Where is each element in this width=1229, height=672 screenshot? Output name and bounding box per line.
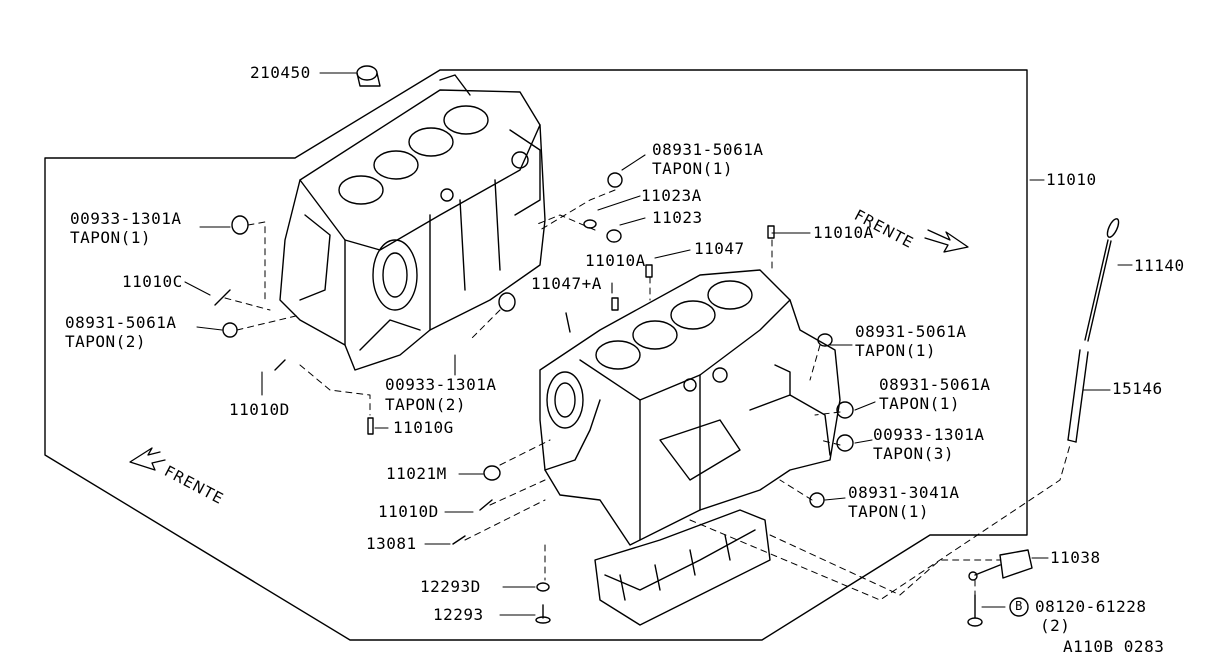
label-08931-5061a-r1: 08931-5061A [855, 322, 967, 341]
label-11010: 11010 [1046, 170, 1097, 189]
label-08931-3041a: 08931-3041A [848, 483, 960, 502]
dipstick-tube [1067, 349, 1089, 443]
label-11023: 11023 [652, 208, 703, 227]
label-tapon2-mid: TAPON(2) [385, 395, 467, 414]
label-08931-5061a-r2: 08931-5061A [879, 375, 991, 394]
diagram-code: A110B 0283 [1063, 637, 1165, 656]
label-tapon1-bottom: TAPON(1) [848, 502, 930, 521]
dashed-assembly-lines [224, 189, 1071, 601]
label-210450: 210450 [250, 63, 311, 82]
label-tapon1-top: TAPON(1) [652, 159, 734, 178]
frame-outline [44, 69, 1028, 641]
front-arrow-right [924, 229, 969, 253]
label-11047-a: 11047+A [531, 274, 602, 293]
leader-lines [184, 72, 1133, 616]
label-qty-2: (2) [1040, 616, 1071, 635]
label-12293: 12293 [433, 605, 484, 624]
label-00933-1301a-left: 00933-1301A [70, 209, 182, 228]
dipstick [1084, 218, 1120, 342]
label-12293d: 12293D [420, 577, 481, 596]
label-11021m: 11021M [386, 464, 447, 483]
label-11047: 11047 [694, 239, 745, 258]
bolt-symbol-letter: B [1015, 599, 1023, 613]
label-11010d-bottom: 11010D [378, 502, 439, 521]
label-15146: 15146 [1112, 379, 1163, 398]
label-08931-5061a-top: 08931-5061A [652, 140, 764, 159]
label-11140: 11140 [1134, 256, 1185, 275]
label-00933-1301a-mid: 00933-1301A [385, 375, 497, 394]
label-13081: 13081 [366, 534, 417, 553]
label-00933-1301a-r3: 00933-1301A [873, 425, 985, 444]
small-parts [214, 65, 1033, 627]
label-11023a: 11023A [641, 186, 702, 205]
bolt-symbol-circle [1009, 597, 1029, 617]
label-tapon1-r2: TAPON(1) [879, 394, 961, 413]
cylinder-block-rear-view [279, 74, 546, 371]
label-08931-5061a-left: 08931-5061A [65, 313, 177, 332]
label-11010g: 11010G [393, 418, 454, 437]
label-11010d-left: 11010D [229, 400, 290, 419]
label-11010c: 11010C [122, 272, 183, 291]
label-11010a-mid: 11010A [585, 251, 646, 270]
label-08120-61228: 08120-61228 [1035, 597, 1147, 616]
label-11038: 11038 [1050, 548, 1101, 567]
cylinder-block-front-view [539, 269, 841, 546]
label-tapon1-left: TAPON(1) [70, 228, 152, 247]
label-tapon2-left: TAPON(2) [65, 332, 147, 351]
oil-pan [594, 509, 771, 626]
label-11010a-right: 11010A [813, 223, 874, 242]
label-tapon3-r3: TAPON(3) [873, 444, 955, 463]
label-tapon1-r1: TAPON(1) [855, 341, 937, 360]
front-arrow-left [129, 447, 166, 471]
